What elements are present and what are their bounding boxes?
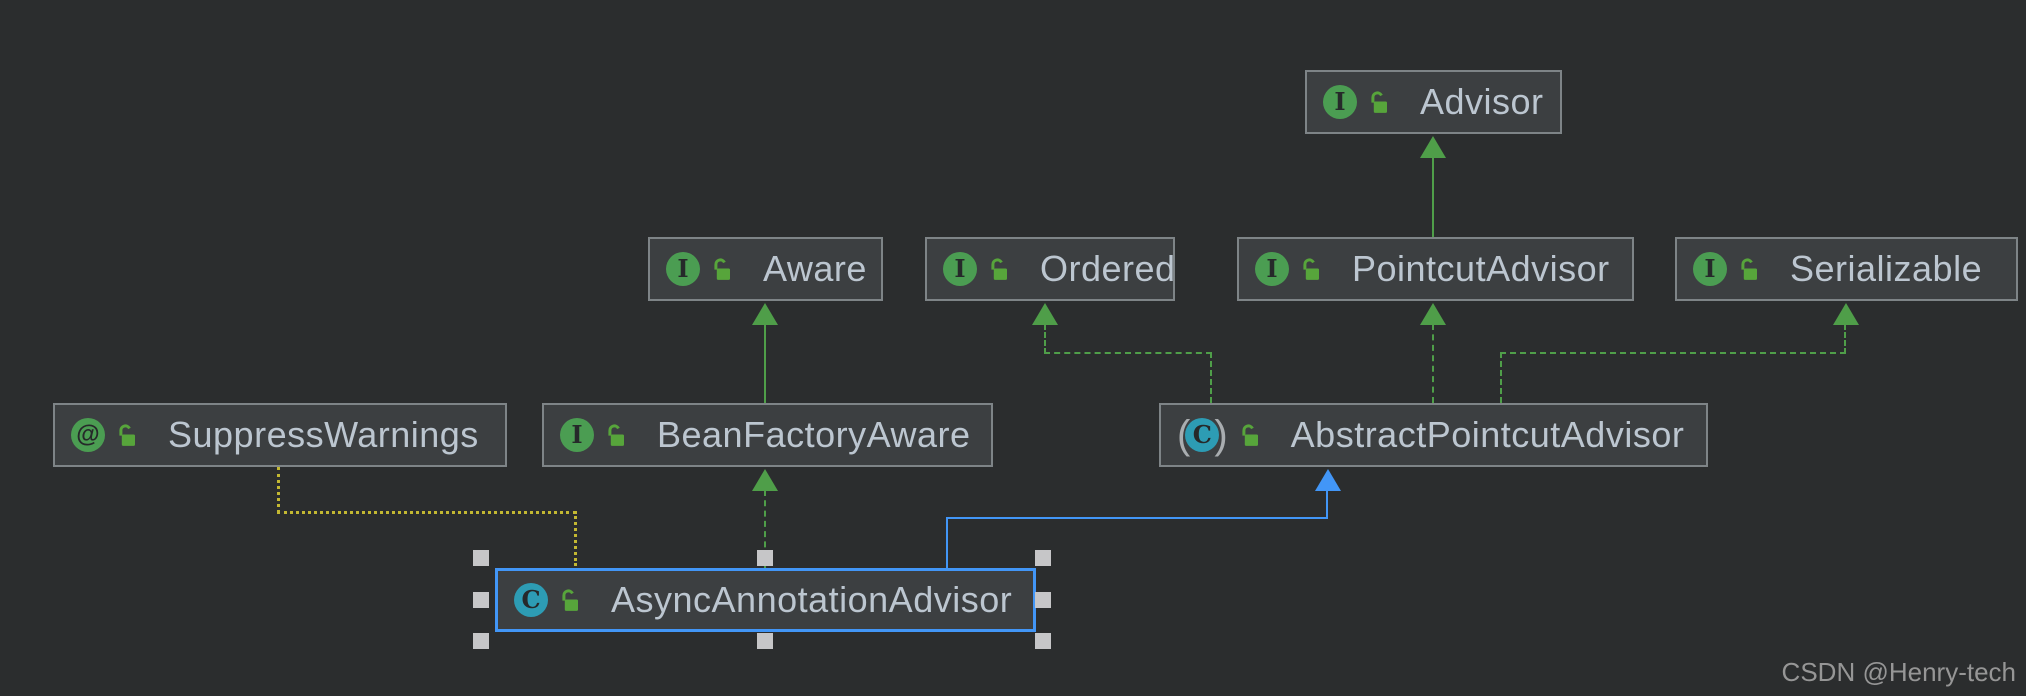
edge-beanfactoryaware-extends-aware-arrowhead-icon — [752, 303, 778, 325]
edge-async-implements-beanfactoryaware-arrowhead-icon — [752, 469, 778, 491]
selection-handle-mid-left[interactable] — [473, 592, 489, 608]
unlocked-icon — [1366, 89, 1390, 116]
interface-icon: I — [1693, 252, 1727, 286]
node-label: Serializable — [1790, 248, 1983, 289]
interface-icon: I — [1323, 85, 1357, 119]
selection-handle-bottom-right[interactable] — [1035, 633, 1051, 649]
edge-apa-implements-serializable[interactable] — [1500, 352, 1502, 403]
node-label: AbstractPointcutAdvisor — [1290, 414, 1685, 455]
unlocked-icon — [603, 422, 627, 449]
edge-async-extends-apa[interactable] — [946, 517, 948, 569]
edge-apa-implements-pointcutadvisor-arrowhead-icon — [1420, 303, 1446, 325]
node-label: Advisor — [1420, 81, 1544, 122]
edge-apa-implements-pointcutadvisor[interactable] — [1432, 324, 1434, 403]
edge-pointcutadvisor-extends-advisor[interactable] — [1432, 157, 1434, 237]
annotation-icon: @ — [71, 418, 105, 452]
node-label: Aware — [763, 248, 867, 289]
node-async-annotation-advisor[interactable]: C AsyncAnnotationAdvisor — [495, 568, 1036, 632]
unlocked-icon — [1237, 422, 1261, 449]
edge-apa-implements-ordered-arrowhead-icon — [1032, 303, 1058, 325]
edge-async-annotation-suppresswarnings[interactable] — [574, 511, 577, 566]
unlocked-icon — [709, 256, 733, 283]
node-advisor[interactable]: I Advisor — [1305, 70, 1562, 134]
abstract-class-icon: ( C ) — [1177, 413, 1228, 457]
class-icon: C — [514, 583, 548, 617]
node-label: PointcutAdvisor — [1352, 248, 1610, 289]
selection-handle-mid-right[interactable] — [1035, 592, 1051, 608]
node-suppress-warnings[interactable]: @ SuppressWarnings — [53, 403, 507, 467]
interface-icon: I — [560, 418, 594, 452]
node-serializable[interactable]: I Serializable — [1675, 237, 2018, 301]
interface-icon: I — [943, 252, 977, 286]
interface-icon: I — [666, 252, 700, 286]
selection-handle-top-right[interactable] — [1035, 550, 1051, 566]
edge-async-annotation-suppresswarnings[interactable] — [277, 511, 576, 514]
node-label: Ordered — [1040, 248, 1176, 289]
unlocked-icon — [557, 587, 581, 614]
node-label: AsyncAnnotationAdvisor — [611, 579, 1013, 620]
unlocked-icon — [1298, 256, 1322, 283]
selection-handle-bottom-center[interactable] — [757, 633, 773, 649]
watermark: CSDN @Henry-tech — [1781, 657, 2016, 687]
edge-apa-implements-ordered[interactable] — [1210, 352, 1212, 403]
edge-apa-implements-serializable[interactable] — [1500, 352, 1846, 354]
edge-async-extends-apa-arrowhead-icon — [1315, 469, 1341, 491]
node-label: SuppressWarnings — [168, 414, 479, 455]
edge-beanfactoryaware-extends-aware[interactable] — [764, 324, 766, 403]
node-abstract-pointcut-advisor[interactable]: ( C ) AbstractPointcutAdvisor — [1159, 403, 1708, 467]
node-aware[interactable]: I Aware — [648, 237, 883, 301]
edge-apa-implements-serializable[interactable] — [1844, 324, 1846, 354]
unlocked-icon — [986, 256, 1010, 283]
edge-async-extends-apa[interactable] — [1326, 490, 1328, 518]
node-ordered[interactable]: I Ordered — [925, 237, 1175, 301]
edge-apa-implements-ordered[interactable] — [1044, 352, 1212, 354]
edge-async-extends-apa[interactable] — [946, 517, 1328, 519]
edge-async-implements-beanfactoryaware[interactable] — [764, 490, 766, 568]
unlocked-icon — [1736, 256, 1760, 283]
selection-handle-top-left[interactable] — [473, 550, 489, 566]
unlocked-icon — [114, 422, 138, 449]
node-label: BeanFactoryAware — [657, 414, 971, 455]
selection-handle-top-center[interactable] — [757, 550, 773, 566]
node-bean-factory-aware[interactable]: I BeanFactoryAware — [542, 403, 993, 467]
edge-apa-implements-serializable-arrowhead-icon — [1833, 303, 1859, 325]
edge-async-annotation-suppresswarnings[interactable] — [277, 467, 280, 513]
node-pointcut-advisor[interactable]: I PointcutAdvisor — [1237, 237, 1634, 301]
edge-pointcutadvisor-extends-advisor-arrowhead-icon — [1420, 136, 1446, 158]
selection-handle-bottom-left[interactable] — [473, 633, 489, 649]
interface-icon: I — [1255, 252, 1289, 286]
edge-apa-implements-ordered[interactable] — [1044, 324, 1046, 354]
